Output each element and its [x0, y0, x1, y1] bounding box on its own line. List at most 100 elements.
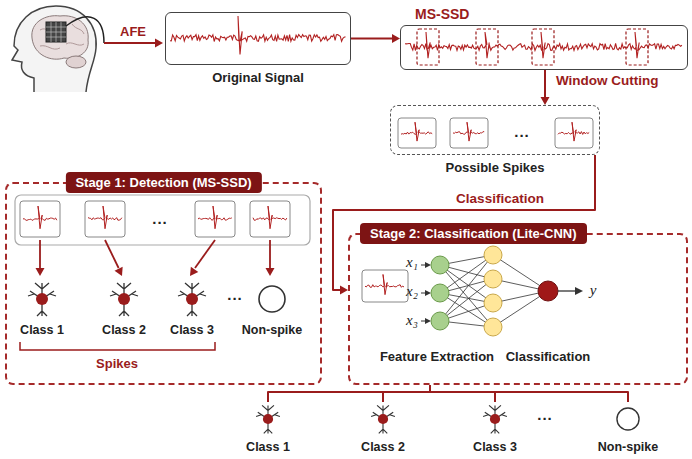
hidden-neuron [484, 270, 502, 288]
spike-thumbnail-wave [365, 274, 404, 294]
input-neuron [431, 284, 449, 302]
ellipsis: ... [227, 286, 243, 303]
spike-thumbnail-wave [558, 122, 589, 141]
class-node: Class 1 [238, 402, 298, 436]
stage1-arrows [36, 240, 275, 276]
class-node: Class 2 [353, 402, 413, 436]
afe-arrow-line [104, 42, 156, 44]
node-label: Class 3 [473, 440, 517, 454]
spike-thumbnail-frame [85, 201, 125, 237]
input-neuron [431, 256, 449, 274]
spike-thumbnail-wave [23, 206, 57, 229]
spike-thumbnail-frame [398, 118, 436, 148]
connector-line [383, 385, 430, 402]
neural-network [421, 246, 583, 336]
neuron-soma [36, 293, 48, 305]
neuron-icon [104, 279, 144, 319]
head-outline [12, 6, 96, 92]
neuron-icon [251, 402, 285, 436]
connector [430, 385, 495, 402]
node-label: Class 1 [20, 323, 64, 337]
ellipsis: ... [152, 210, 168, 227]
stage1-arrow-head [190, 267, 198, 276]
node-label: Class 2 [361, 440, 405, 454]
empty-circle [259, 286, 285, 312]
connector-line [430, 385, 628, 402]
spike-thumbnails [20, 118, 593, 302]
stage1-arrow-line [39, 240, 41, 268]
process-box: Possible Spikes [390, 105, 600, 155]
detected-waveform [405, 32, 682, 58]
detection-window [476, 29, 498, 65]
class-node: Non-spike [598, 402, 658, 436]
waveforms [170, 16, 682, 65]
arrow-head [340, 286, 348, 295]
head-illustration [12, 6, 104, 92]
spike-thumbnail-wave [198, 206, 232, 229]
connector-line [430, 385, 495, 402]
hidden-neuron [484, 294, 502, 312]
stage1-arrow-line [195, 240, 215, 268]
ellipsis: ... [537, 406, 553, 423]
spike-thumbnail-frame [195, 201, 235, 237]
node-label: Non-spike [242, 323, 302, 337]
stage1-input-panel [15, 195, 310, 245]
detection-window [532, 29, 554, 65]
neuron-icon [478, 402, 512, 436]
connector [383, 385, 430, 402]
output-neuron [538, 281, 558, 301]
edge-label: Window Cutting [556, 73, 659, 88]
neuron-soma [263, 414, 273, 424]
empty-circle [617, 408, 639, 430]
edge-label: Classification [456, 191, 544, 206]
node-label: Possible Spikes [446, 160, 545, 175]
class-node: Class 3 [162, 279, 222, 319]
neuron-dendrites [28, 283, 56, 316]
stage1-arrow-head [115, 267, 123, 276]
node-label: Class 2 [102, 323, 146, 337]
neuron-dendrites [110, 283, 138, 316]
math-symbol: x₁ [406, 254, 418, 271]
spikes-bracket [20, 342, 215, 350]
text-label: Spikes [96, 356, 138, 371]
text-label: AFE [120, 24, 146, 39]
class-node: Class 3 [465, 402, 525, 436]
node-label: MS-SSD [415, 6, 469, 22]
neuron-icon [366, 402, 400, 436]
math-symbol: y [590, 282, 597, 299]
output-arrow-head [575, 287, 583, 295]
connector-line [333, 155, 595, 290]
neuron-dendrites [371, 405, 395, 433]
hidden-neuron [484, 318, 502, 336]
stage1-arrow-head [36, 268, 45, 276]
connector-line [351, 38, 394, 40]
stage1-arrow-line [105, 240, 119, 268]
node-label: Original Signal [212, 70, 304, 85]
detection-window [417, 29, 439, 65]
connector-line [268, 385, 430, 402]
spike-thumbnail-frame [555, 118, 593, 148]
text-label: Classification [506, 349, 591, 364]
neuron-icon [172, 279, 212, 319]
original-waveform [170, 16, 346, 55]
spike-thumbnail-frame [362, 270, 408, 302]
hidden-neuron [484, 246, 502, 264]
output-arrow-line [558, 290, 576, 291]
spike-thumbnail-wave [453, 122, 484, 141]
afe-arrow [104, 39, 163, 48]
cerebellum [66, 56, 86, 68]
process-box: MS-SSD [400, 25, 688, 70]
class-node: Class 1 [12, 279, 72, 319]
arrow-head [392, 34, 400, 43]
stage-header: Stage 1: Detection (MS-SSD) [65, 172, 261, 193]
spike-thumbnail-wave [88, 206, 122, 229]
stage1-arrow-line [269, 240, 271, 268]
input-neuron [431, 312, 449, 330]
connector [430, 385, 628, 402]
chip-grid [46, 22, 66, 42]
spike-thumbnail-frame [450, 118, 488, 148]
stage-header: Stage 2: Classification (Lite-CNN) [360, 223, 587, 244]
